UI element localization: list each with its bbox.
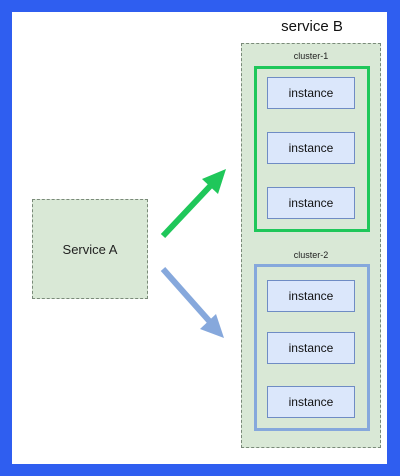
service-a-label: Service A bbox=[62, 241, 118, 257]
arrows-layer bbox=[160, 169, 226, 338]
cluster-1-instance-1: instance bbox=[267, 77, 355, 109]
cluster-1-box bbox=[254, 66, 370, 232]
cluster-1-instance-3: instance bbox=[267, 187, 355, 219]
instance-label: instance bbox=[288, 341, 334, 355]
arrow-to-cluster-1 bbox=[160, 169, 226, 239]
instance-label: instance bbox=[288, 395, 334, 409]
instance-label: instance bbox=[288, 141, 334, 155]
cluster-2-instance-3: instance bbox=[267, 386, 355, 418]
cluster-2-instance-1: instance bbox=[267, 280, 355, 312]
service-a-box: Service A bbox=[32, 199, 148, 299]
cluster-2-label: cluster-2 bbox=[293, 250, 329, 260]
arrow-to-cluster-2 bbox=[160, 267, 224, 338]
cluster-1-label: cluster-1 bbox=[293, 51, 329, 61]
service-b-title: service B bbox=[281, 18, 343, 35]
instance-label: instance bbox=[288, 86, 334, 100]
service-b-box bbox=[241, 43, 381, 448]
cluster-1-instance-2: instance bbox=[267, 132, 355, 164]
cluster-2-instance-2: instance bbox=[267, 332, 355, 364]
cluster-2-box bbox=[254, 264, 370, 431]
instance-label: instance bbox=[288, 196, 334, 210]
diagram-canvas: service B Service A cluster-1 instance i… bbox=[12, 12, 387, 464]
instance-label: instance bbox=[288, 289, 334, 303]
